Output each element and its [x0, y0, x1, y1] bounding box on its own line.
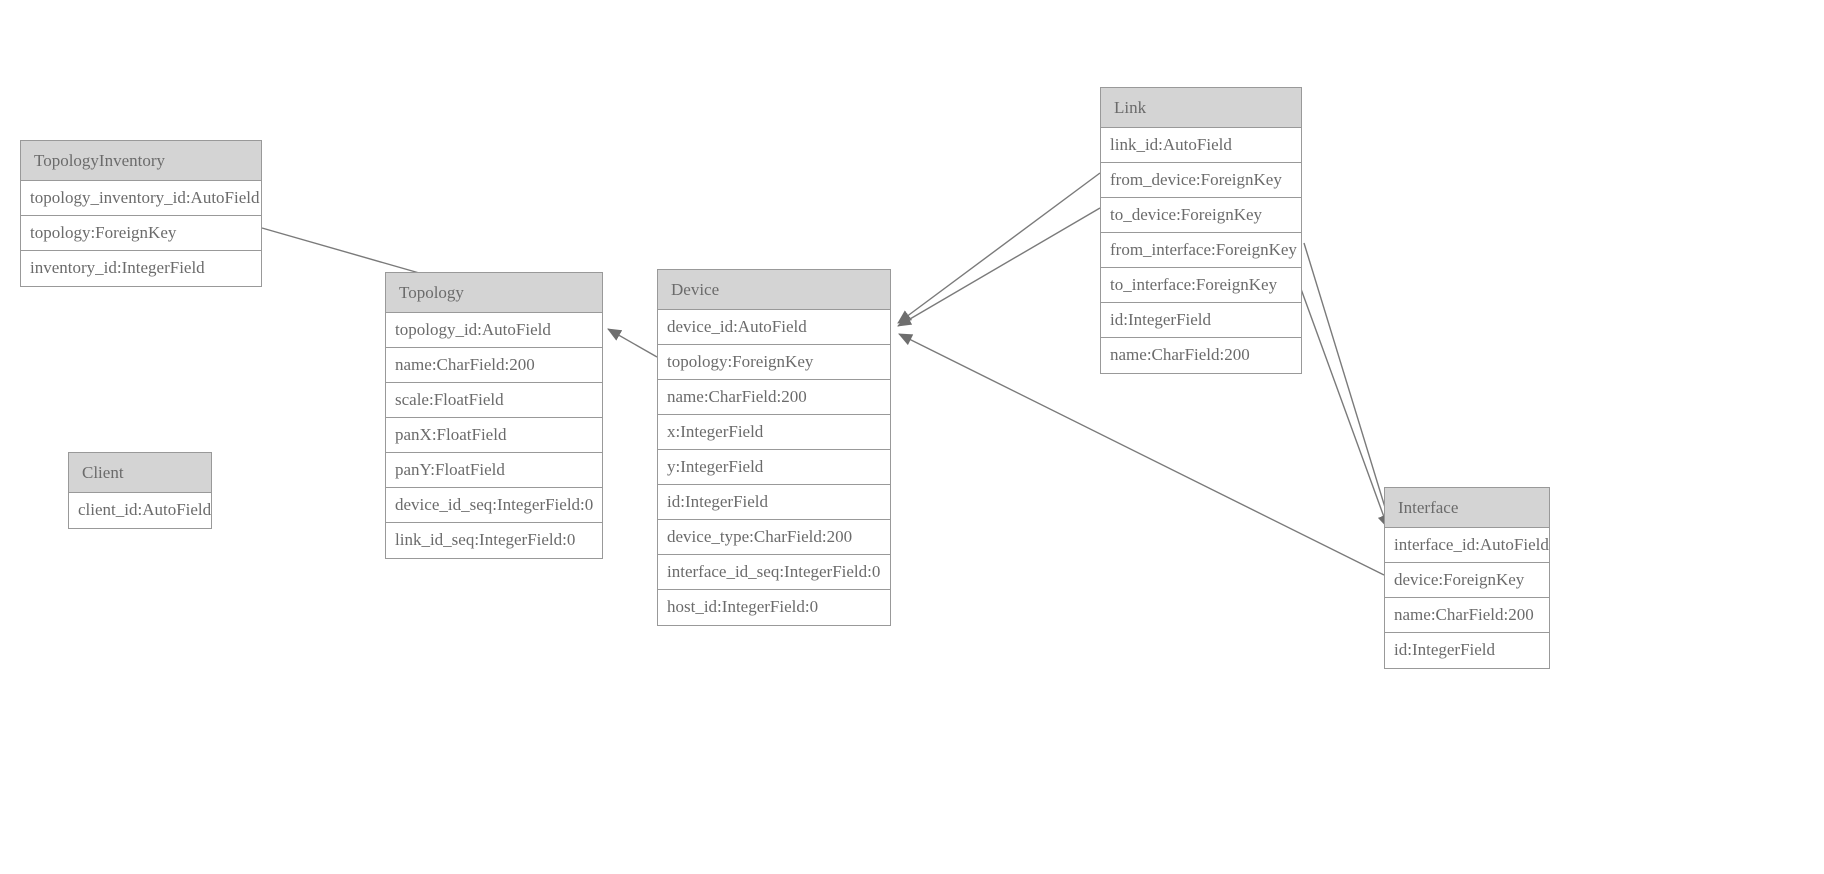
entity-topologyinventory[interactable]: TopologyInventory topology_inventory_id:…	[20, 140, 262, 287]
field-interface-name[interactable]: name:CharField:200	[1385, 598, 1549, 633]
edge-device-topology	[607, 328, 658, 358]
field-topology-device-id-seq[interactable]: device_id_seq:IntegerField:0	[386, 488, 602, 523]
field-topology-panx[interactable]: panX:FloatField	[386, 418, 602, 453]
field-topology-name[interactable]: name:CharField:200	[386, 348, 602, 383]
edge-link-to-interface	[1296, 277, 1390, 529]
field-device-topology-fk[interactable]: topology:ForeignKey	[658, 345, 890, 380]
edge-link-from-interface	[1303, 242, 1393, 528]
field-inventory-id[interactable]: inventory_id:IntegerField	[21, 251, 261, 286]
entity-device[interactable]: Device device_id:AutoField topology:Fore…	[657, 269, 891, 626]
field-interface-device-fk[interactable]: device:ForeignKey	[1385, 563, 1549, 598]
entity-title-device: Device	[658, 270, 890, 310]
field-link-id-integer[interactable]: id:IntegerField	[1101, 303, 1301, 338]
field-link-name[interactable]: name:CharField:200	[1101, 338, 1301, 373]
field-interface-id-integer[interactable]: id:IntegerField	[1385, 633, 1549, 668]
field-device-type[interactable]: device_type:CharField:200	[658, 520, 890, 555]
entity-link[interactable]: Link link_id:AutoField from_device:Forei…	[1100, 87, 1302, 374]
entity-title-link: Link	[1101, 88, 1301, 128]
field-link-id[interactable]: link_id:AutoField	[1101, 128, 1301, 163]
field-topology-scale[interactable]: scale:FloatField	[386, 383, 602, 418]
entity-client[interactable]: Client client_id:AutoField	[68, 452, 212, 529]
field-link-to-device[interactable]: to_device:ForeignKey	[1101, 198, 1301, 233]
field-interface-id[interactable]: interface_id:AutoField	[1385, 528, 1549, 563]
field-device-name[interactable]: name:CharField:200	[658, 380, 890, 415]
entity-topology[interactable]: Topology topology_id:AutoField name:Char…	[385, 272, 603, 559]
entity-title-client: Client	[69, 453, 211, 493]
field-device-y[interactable]: y:IntegerField	[658, 450, 890, 485]
field-topology-inventory-id[interactable]: topology_inventory_id:AutoField	[21, 181, 261, 216]
field-link-from-interface[interactable]: from_interface:ForeignKey	[1101, 233, 1302, 268]
entity-title-topologyinventory: TopologyInventory	[21, 141, 261, 181]
field-topology-id[interactable]: topology_id:AutoField	[386, 313, 602, 348]
entity-interface[interactable]: Interface interface_id:AutoField device:…	[1384, 487, 1550, 669]
field-device-x[interactable]: x:IntegerField	[658, 415, 890, 450]
field-device-id-integer[interactable]: id:IntegerField	[658, 485, 890, 520]
field-link-from-device[interactable]: from_device:ForeignKey	[1101, 163, 1301, 198]
field-topology-link-id-seq[interactable]: link_id_seq:IntegerField:0	[386, 523, 602, 558]
field-device-id[interactable]: device_id:AutoField	[658, 310, 890, 345]
field-link-to-interface[interactable]: to_interface:ForeignKey	[1101, 268, 1301, 303]
entity-title-topology: Topology	[386, 273, 602, 313]
edge-link-to-device	[897, 207, 1101, 327]
edge-link-from-device	[897, 172, 1101, 324]
field-device-interface-id-seq[interactable]: interface_id_seq:IntegerField:0	[658, 555, 890, 590]
entity-title-interface: Interface	[1385, 488, 1549, 528]
field-topology-pany[interactable]: panY:FloatField	[386, 453, 602, 488]
field-client-id[interactable]: client_id:AutoField	[69, 493, 211, 528]
field-device-host-id[interactable]: host_id:IntegerField:0	[658, 590, 890, 625]
field-topology-fk[interactable]: topology:ForeignKey	[21, 216, 261, 251]
